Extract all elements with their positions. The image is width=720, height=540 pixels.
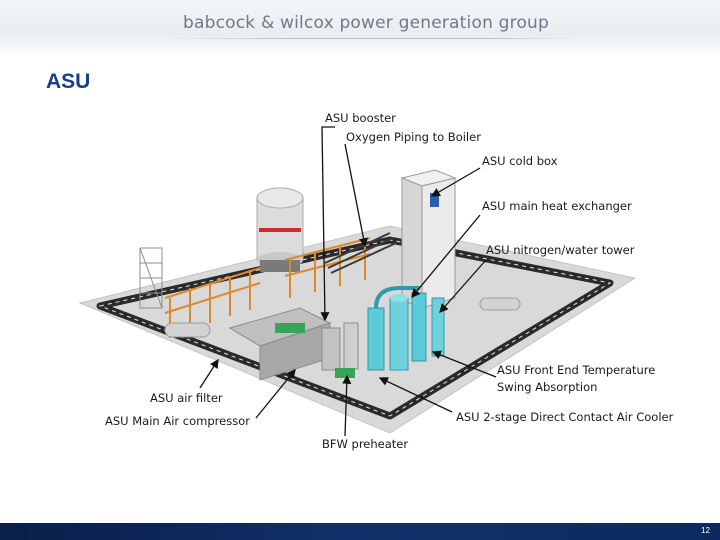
logo-underline <box>170 38 570 39</box>
plant-rendering <box>60 148 650 444</box>
oxygen-piping <box>324 232 397 274</box>
company-logo-text: babcock & wilcox power generation group <box>183 13 550 33</box>
label-asu-booster: ASU booster <box>325 111 396 125</box>
label-main-air-compressor: ASU Main Air compressor <box>105 414 250 428</box>
cyan-columns <box>367 286 445 371</box>
label-main-heat-exchanger: ASU main heat exchanger <box>482 199 632 213</box>
label-direct-contact-air-cooler: ASU 2-stage Direct Contact Air Cooler <box>456 410 674 424</box>
label-tsa-line2: Swing Absorption <box>497 380 598 394</box>
label-oxygen-piping: Oxygen Piping to Boiler <box>346 130 481 144</box>
header-band <box>0 0 720 58</box>
page-number: 12 <box>701 526 710 535</box>
oxygen-storage-tank <box>256 187 304 272</box>
label-nitrogen-water-tower: ASU nitrogen/water tower <box>486 243 635 257</box>
label-air-filter: ASU air filter <box>150 391 223 405</box>
left-scaffold <box>139 247 163 309</box>
label-cold-box: ASU cold box <box>482 154 558 168</box>
label-bfw-preheater: BFW preheater <box>322 437 409 451</box>
pipe-racks <box>164 237 371 338</box>
process-vessels <box>321 322 359 378</box>
footer-bar: 12 <box>0 523 720 540</box>
slide-title: ASU <box>46 70 91 93</box>
label-tsa-line1: ASU Front End Temperature <box>497 363 656 377</box>
horizontal-vessels <box>164 297 521 338</box>
